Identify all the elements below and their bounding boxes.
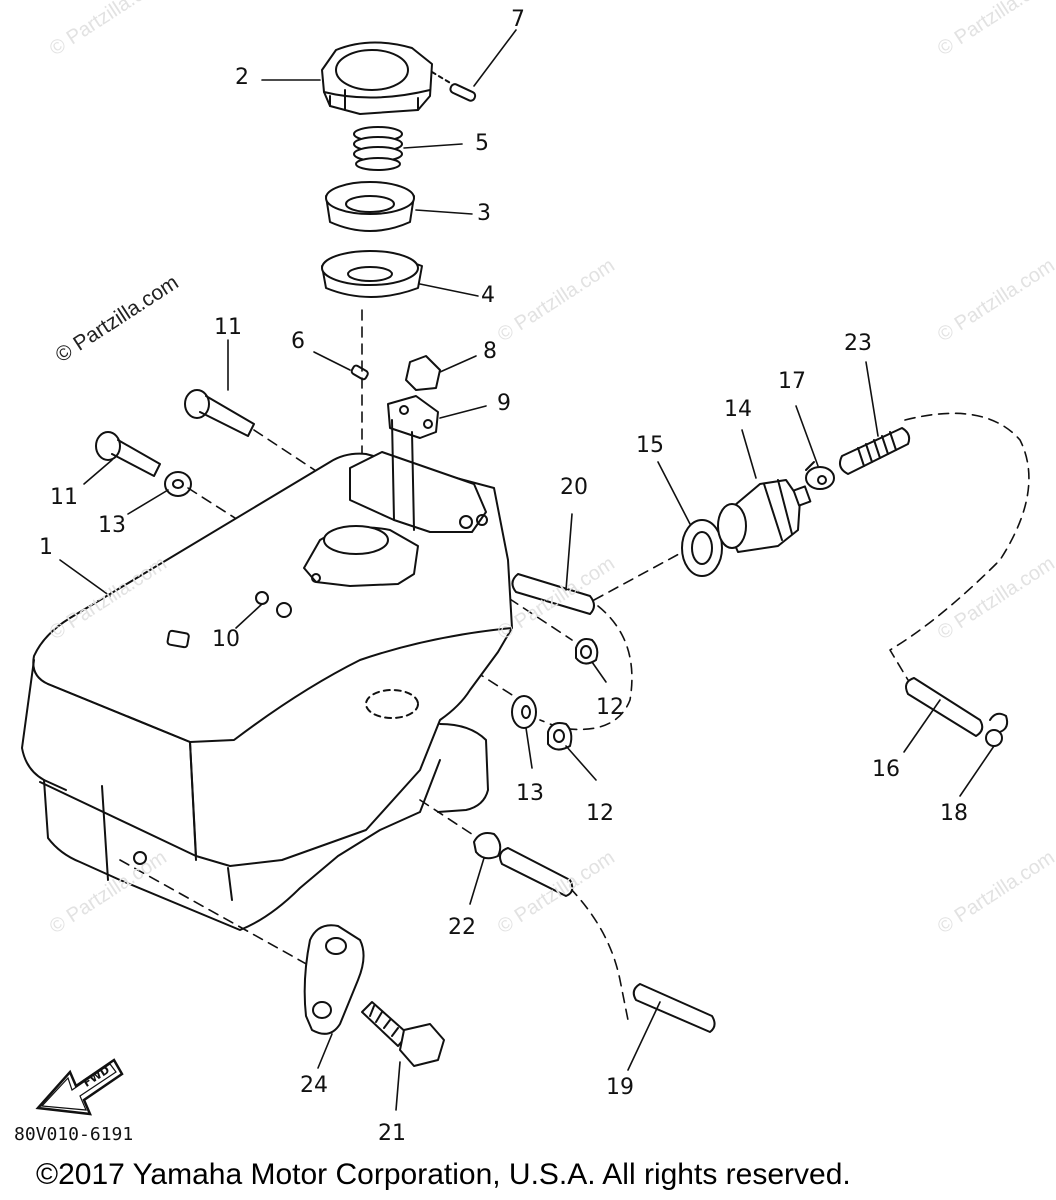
clip-part-18 (986, 714, 1007, 746)
leader-lines (60, 30, 994, 1110)
bolt-part-21 (362, 1002, 444, 1066)
callout-13-upper: 13 (98, 513, 126, 538)
clamp-part-12-upper (576, 639, 597, 664)
callout-6: 6 (291, 329, 305, 354)
bracket-part-9 (388, 396, 438, 438)
callout-7: 7 (511, 7, 525, 32)
callout-21: 21 (378, 1121, 406, 1146)
callout-11-upper: 11 (214, 315, 242, 340)
callout-16: 16 (872, 757, 900, 782)
callout-1: 1 (39, 535, 53, 560)
bolt-part-11-upper (185, 390, 254, 436)
callout-12-upper: 12 (596, 695, 624, 720)
hose-part-19 (634, 984, 715, 1032)
nipple-part-6 (351, 365, 369, 381)
callout-10: 10 (212, 627, 240, 652)
callout-8: 8 (483, 339, 497, 364)
spring-part-5 (354, 127, 402, 170)
washer-part-13-upper (165, 472, 191, 496)
clamp-part-22 (474, 833, 500, 858)
callout-9: 9 (497, 391, 511, 416)
hose-part-20 (512, 574, 594, 614)
diagram-code: 80V010-6191 (14, 1124, 134, 1145)
callout-5: 5 (475, 131, 489, 156)
clamp-part-12-lower (548, 723, 571, 750)
clip-part-8 (406, 356, 440, 390)
callout-17: 17 (778, 369, 806, 394)
fitting-part-14 (718, 480, 810, 552)
clamp-part-17 (806, 462, 834, 489)
callout-12-lower: 12 (586, 801, 614, 826)
tank-filler-neck (304, 526, 418, 586)
callout-4: 4 (481, 283, 495, 308)
clip-part-10 (256, 592, 291, 617)
callout-23: 23 (844, 331, 872, 356)
callout-2: 2 (235, 65, 249, 90)
hose-part-16 (906, 678, 982, 736)
short-hose-lower (500, 848, 572, 896)
copyright-notice: ©2017 Yamaha Motor Corporation, U.S.A. A… (36, 1158, 851, 1191)
callout-13-lower: 13 (516, 781, 544, 806)
seal-part-3 (326, 182, 414, 231)
forward-arrow-icon (38, 1060, 122, 1114)
gasket-part-4 (322, 251, 422, 297)
plate-part-24 (305, 925, 364, 1034)
pin-part-7 (432, 72, 476, 102)
callout-24: 24 (300, 1073, 328, 1098)
spring-hose-part-23 (840, 428, 909, 474)
washer-part-13-lower (512, 696, 536, 728)
bolt-part-11-lower (96, 432, 160, 476)
callout-18: 18 (940, 801, 968, 826)
callout-20: 20 (560, 475, 588, 500)
tank-upper-housing (350, 420, 487, 532)
callout-22: 22 (448, 915, 476, 940)
callout-3: 3 (477, 201, 491, 226)
callout-15: 15 (636, 433, 664, 458)
callout-11-lower: 11 (50, 485, 78, 510)
grommet-part-15 (682, 520, 722, 576)
callout-19: 19 (606, 1075, 634, 1100)
cap-part-2 (322, 42, 432, 114)
callout-14: 14 (724, 397, 752, 422)
